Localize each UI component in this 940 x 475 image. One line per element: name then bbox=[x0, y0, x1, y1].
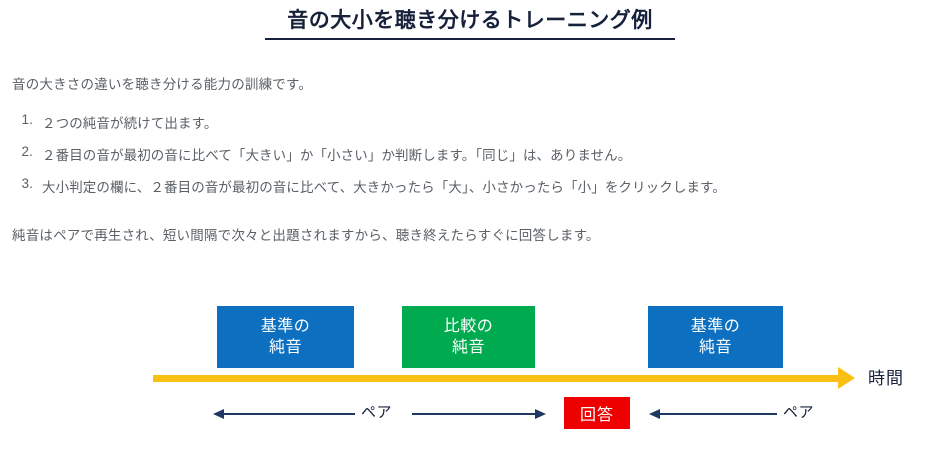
list-item-number: 2. bbox=[21, 144, 33, 159]
list-item-text: ２つの純音が続けて出ます。 bbox=[42, 116, 218, 131]
time-axis-label: 時間 bbox=[868, 369, 904, 388]
page-title-container: 音の大小を聴き分けるトレーニング例 bbox=[0, 8, 940, 41]
tone-box-line1: 基準の bbox=[690, 317, 741, 335]
time-axis-arrowhead-icon bbox=[838, 367, 855, 389]
pair-bracket-second: ペア bbox=[0, 404, 940, 421]
tone-box-line2: 純音 bbox=[451, 339, 485, 356]
tone-box-line1: 基準の bbox=[260, 317, 311, 335]
pair-label: ペア bbox=[361, 404, 393, 421]
page-title: 音の大小を聴き分けるトレーニング例 bbox=[265, 8, 675, 41]
list-item-number: 1. bbox=[21, 112, 33, 127]
pair-label: ペア bbox=[783, 404, 815, 421]
arrow-left-icon bbox=[213, 409, 224, 419]
tone-box-reference-first: 基準の 純音 bbox=[217, 306, 354, 368]
answer-badge: 回答 bbox=[564, 397, 630, 429]
pair-line-segment bbox=[224, 413, 355, 415]
tone-box-comparison: 比較の 純音 bbox=[402, 306, 535, 368]
list-item-text: 大小判定の欄に、２番目の音が最初の音に比べて、大きかったら「大」、小さかったら「… bbox=[42, 180, 726, 195]
arrow-right-icon bbox=[535, 409, 546, 419]
time-axis-bar bbox=[153, 375, 843, 382]
arrow-left-icon bbox=[649, 409, 660, 419]
timeline-diagram: 基準の 純音 比較の 純音 基準の 純音 時間 回答 ペア ペア bbox=[0, 282, 940, 467]
pair-bracket-first: ペア bbox=[0, 404, 940, 421]
list-item: 3. 大小判定の欄に、２番目の音が最初の音に比べて、大きかったら「大」、小さかっ… bbox=[12, 176, 912, 196]
list-item-text: ２番目の音が最初の音に比べて「大きい」か「小さい」か判断します。「同じ」は、あり… bbox=[42, 148, 632, 163]
outro-paragraph: 純音はペアで再生され、短い間隔で次々と出題されますから、聴き終えたらすぐに回答し… bbox=[12, 228, 600, 243]
pair-line-segment bbox=[412, 413, 535, 415]
answer-badge-label: 回答 bbox=[579, 407, 614, 424]
tone-box-reference-second: 基準の 純音 bbox=[648, 306, 783, 368]
tone-box-line1: 比較の bbox=[443, 317, 494, 335]
steps-list: 1. ２つの純音が続けて出ます。 2. ２番目の音が最初の音に比べて「大きい」か… bbox=[12, 112, 912, 208]
list-item-number: 3. bbox=[21, 176, 33, 191]
list-item: 2. ２番目の音が最初の音に比べて「大きい」か「小さい」か判断します。「同じ」は… bbox=[12, 144, 912, 164]
intro-paragraph: 音の大きさの違いを聴き分ける能力の訓練です。 bbox=[12, 77, 313, 92]
tone-box-line2: 純音 bbox=[268, 339, 302, 356]
list-item: 1. ２つの純音が続けて出ます。 bbox=[12, 112, 912, 132]
tone-box-line2: 純音 bbox=[698, 339, 732, 356]
pair-line-segment bbox=[660, 413, 777, 415]
